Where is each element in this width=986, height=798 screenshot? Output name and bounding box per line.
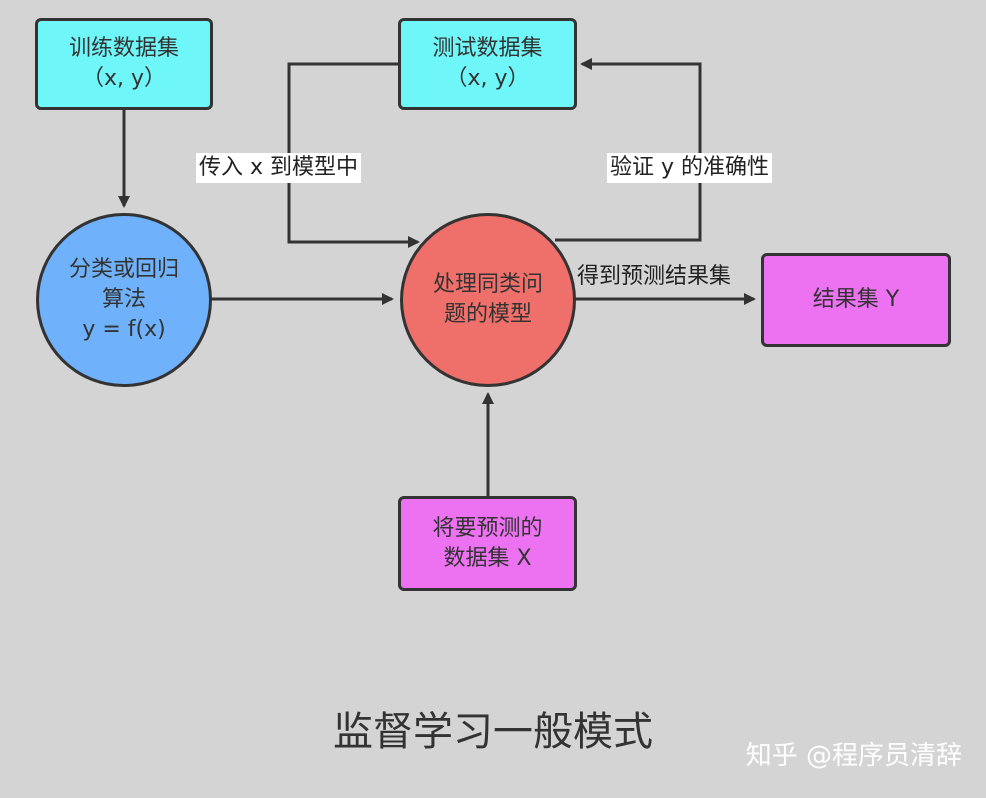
model-label-line2: 题的模型	[443, 302, 532, 327]
diagram-title: 监督学习一般模式	[333, 709, 653, 755]
edge-model-to-test	[555, 58, 702, 242]
test-dataset-label: 测试数据集	[432, 36, 543, 61]
algorithm-label-line1: 分类或回归	[68, 257, 179, 282]
algorithm-label-line2: 算法	[101, 287, 146, 312]
training-dataset-xy: （x, y）	[81, 66, 167, 91]
prediction-dataset-line1: 将要预测的	[432, 515, 543, 541]
result-set-box: 结果集 Y	[761, 253, 951, 347]
prediction-dataset-line2: 数据集 X	[443, 545, 532, 571]
test-dataset-xy: （x, y）	[445, 66, 530, 91]
training-dataset-label: 训练数据集	[68, 36, 179, 61]
edge-label-get-result: 得到预测结果集	[577, 264, 732, 289]
edge-label-pass-x: 传入 x 到模型中	[196, 153, 362, 183]
model-circle: 处理同类问 题的模型	[400, 213, 576, 387]
algorithm-formula: y = f(x)	[82, 317, 166, 342]
edge-label-verify-y: 验证 y 的准确性	[607, 153, 773, 183]
test-dataset-box: 测试数据集 （x, y）	[398, 18, 577, 110]
watermark-text: 知乎 @程序员清辞	[745, 741, 962, 771]
prediction-dataset-box: 将要预测的 数据集 X	[398, 496, 577, 591]
algorithm-circle: 分类或回归 算法 y = f(x)	[36, 213, 212, 387]
model-label-line1: 处理同类问	[432, 272, 543, 297]
result-set-label: 结果集 Y	[812, 287, 900, 312]
training-dataset-box: 训练数据集 （x, y）	[35, 18, 213, 110]
